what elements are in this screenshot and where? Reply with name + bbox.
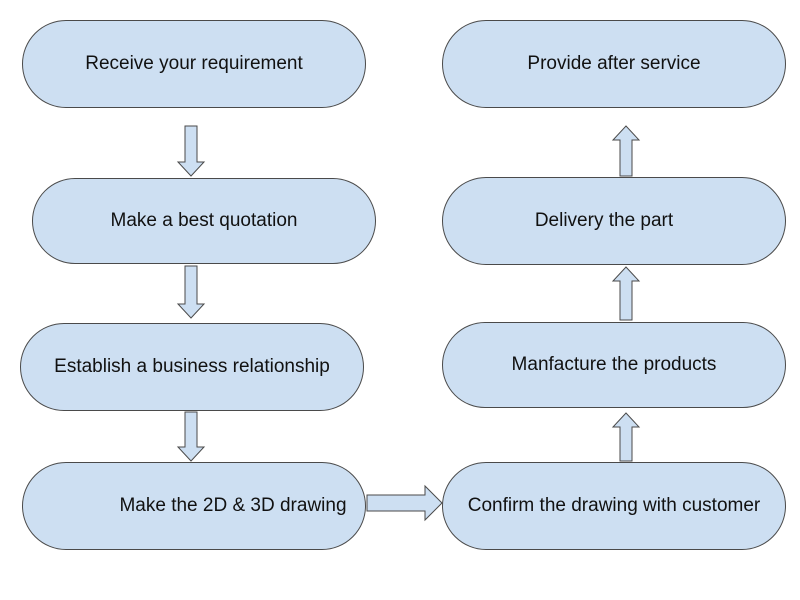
step-delivery-part-label: Delivery the part	[534, 210, 674, 231]
arrow-up-2	[611, 266, 641, 321]
step-after-service-label: Provide after service	[527, 53, 701, 74]
step-confirm-drawing: Confirm the drawing with customer	[442, 462, 786, 550]
arrow-right	[366, 484, 443, 522]
step-manufacture-products-label: Manfacture the products	[511, 354, 717, 375]
step-establish-relationship-label: Establish a business relationship	[54, 356, 330, 377]
step-make-drawing-label: Make the 2D & 3D drawing	[119, 495, 347, 516]
arrow-down-2	[176, 265, 206, 319]
step-manufacture-products: Manfacture the products	[442, 322, 786, 408]
arrow-down-1	[176, 125, 206, 177]
arrow-up-3	[611, 125, 641, 177]
step-confirm-drawing-label: Confirm the drawing with customer	[467, 495, 761, 516]
step-after-service: Provide after service	[442, 20, 786, 108]
step-delivery-part: Delivery the part	[442, 177, 786, 265]
arrow-up-1	[611, 412, 641, 462]
step-make-quotation-label: Make a best quotation	[110, 210, 298, 231]
step-receive-requirement-label: Receive your requirement	[85, 53, 303, 74]
arrow-down-3	[176, 411, 206, 462]
step-receive-requirement: Receive your requirement	[22, 20, 366, 108]
step-establish-relationship: Establish a business relationship	[20, 323, 364, 411]
step-make-quotation: Make a best quotation	[32, 178, 376, 264]
step-make-drawing: Make the 2D & 3D drawing	[22, 462, 366, 550]
